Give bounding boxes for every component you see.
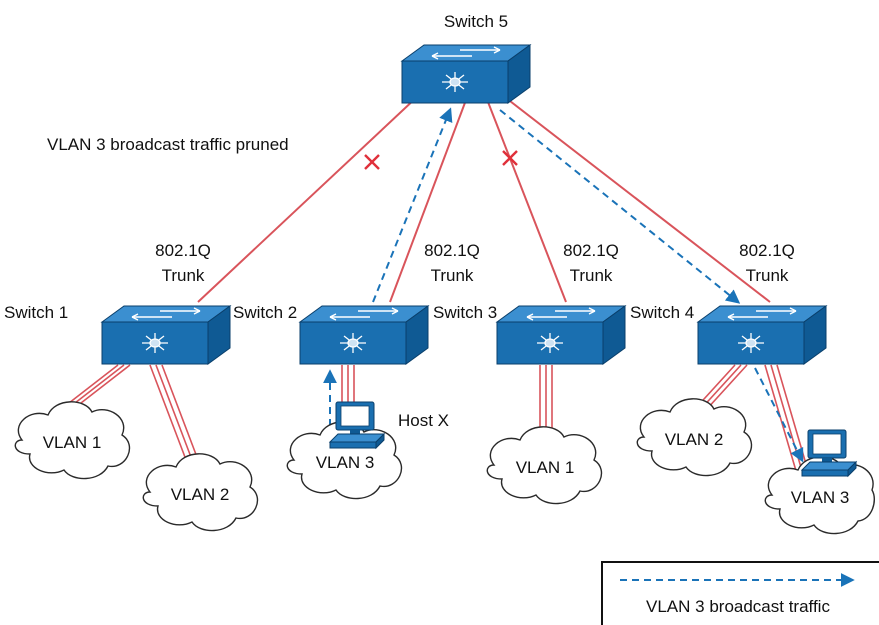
cloud-vlan2-s1 xyxy=(142,453,259,532)
switch-icon xyxy=(697,305,827,365)
legend: VLAN 3 broadcast traffic xyxy=(601,561,879,625)
broadcast-s2-to-s5 xyxy=(372,107,453,303)
trunk-4-label-line1: 802.1Q xyxy=(739,241,795,260)
switch-5-label: Switch 5 xyxy=(444,12,508,31)
switch-icon xyxy=(401,44,531,104)
trunk-s2-s5 xyxy=(389,99,467,303)
trunk-s1-s5 xyxy=(197,95,419,303)
trunk-1-label-line2: Trunk xyxy=(162,266,205,285)
switch-5 xyxy=(401,44,531,104)
trunk-3-label-line1: 802.1Q xyxy=(563,241,619,260)
cloud-vlan3-s4-label: VLAN 3 xyxy=(791,488,850,507)
broadcast-arrows xyxy=(323,107,804,463)
switch-3 xyxy=(496,305,626,365)
legend-label: VLAN 3 broadcast traffic xyxy=(646,597,830,616)
switch-4-label: Switch 4 xyxy=(630,303,694,322)
trunk-s3-s5 xyxy=(487,101,567,303)
trunk-links xyxy=(197,95,771,303)
pruned-label: VLAN 3 broadcast traffic pruned xyxy=(47,135,289,154)
broadcast-s4-to-pc xyxy=(754,367,804,463)
prune-mark-s1 xyxy=(364,154,380,170)
cloud-vlan1-s3 xyxy=(486,426,603,505)
cloud-vlan3-s2-label: VLAN 3 xyxy=(316,453,375,472)
switch-1-label: Switch 1 xyxy=(4,303,68,322)
cloud-vlan1-s3-label: VLAN 1 xyxy=(516,458,575,477)
switch-2 xyxy=(299,305,429,365)
trunk-4-label-line2: Trunk xyxy=(746,266,789,285)
pc-host-x-icon xyxy=(329,401,385,449)
trunk-2-label-line1: 802.1Q xyxy=(424,241,480,260)
prune-marks xyxy=(364,150,518,170)
cloud-vlan2-s4 xyxy=(636,398,753,477)
cloud-vlan2-s1-label: VLAN 2 xyxy=(171,485,230,504)
prune-mark-s3 xyxy=(502,150,518,166)
switch-1 xyxy=(101,305,231,365)
trunk-2-label-line2: Trunk xyxy=(431,266,474,285)
cloud-vlan1-s1-label: VLAN 1 xyxy=(43,433,102,452)
switch-icon xyxy=(101,305,231,365)
host-x-label: Host X xyxy=(398,411,449,430)
trunk-1-label-line1: 802.1Q xyxy=(155,241,211,260)
cloud-vlan2-s4-label: VLAN 2 xyxy=(665,430,724,449)
cloud-vlan1-s1 xyxy=(14,401,131,480)
switch-3-label: Switch 3 xyxy=(433,303,497,322)
trunk-3-label-line2: Trunk xyxy=(570,266,613,285)
switch-icon xyxy=(496,305,626,365)
trunk-s4-s5 xyxy=(505,97,771,303)
pc-icon xyxy=(801,429,857,477)
switch-4 xyxy=(697,305,827,365)
switch-icon xyxy=(299,305,429,365)
switch-2-label: Switch 2 xyxy=(233,303,297,322)
broadcast-s5-to-s4 xyxy=(499,109,741,304)
